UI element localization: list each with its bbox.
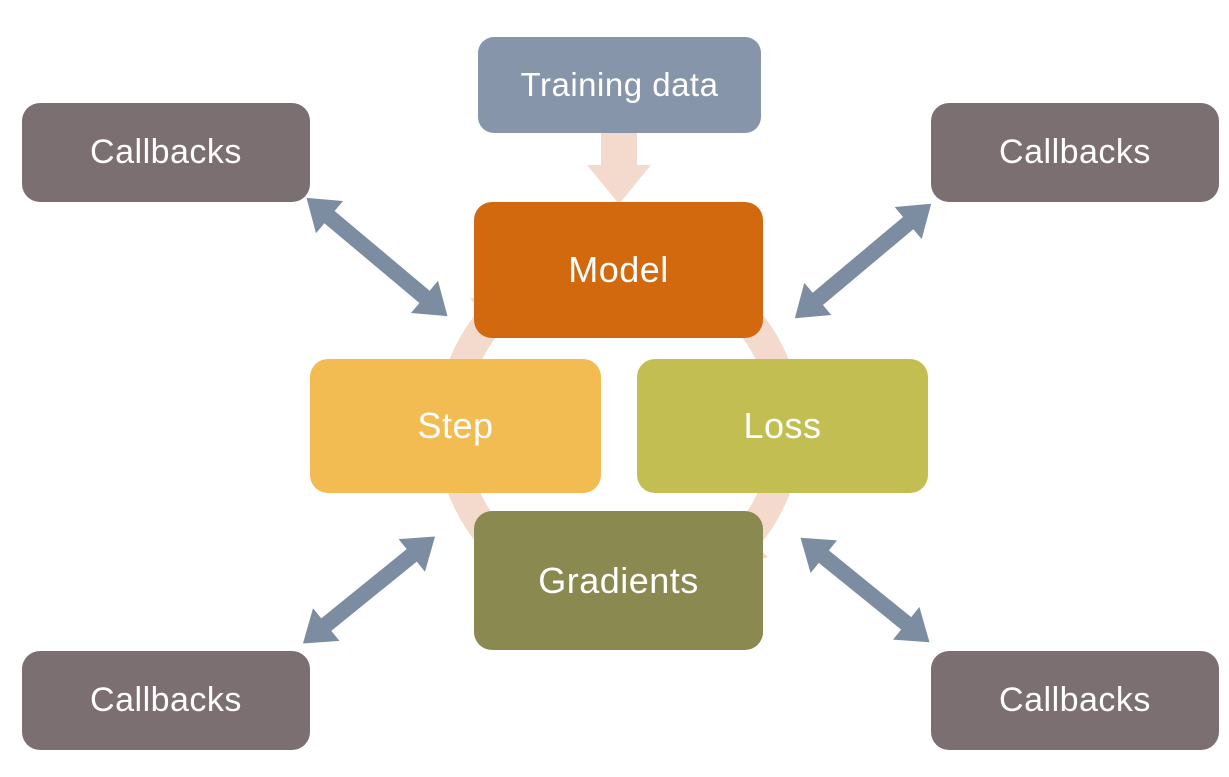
node-callbacks-top-right: Callbacks [931, 103, 1219, 202]
node-loss: Loss [637, 359, 928, 493]
node-label-callbacks-top-left: Callbacks [90, 133, 242, 171]
node-callbacks-bottom-right: Callbacks [931, 651, 1219, 750]
node-label-training-data: Training data [520, 66, 719, 103]
node-gradients: Gradients [474, 511, 763, 650]
flow-arrow-training-to-model [587, 126, 651, 204]
node-label-callbacks-bottom-left: Callbacks [90, 681, 242, 719]
connector-arrow-bottom-left [302, 536, 436, 644]
connector-arrow-bottom-right [800, 537, 930, 643]
node-callbacks-bottom-left: Callbacks [22, 651, 310, 750]
connector-arrow-top-right [794, 203, 932, 319]
node-model: Model [474, 202, 763, 338]
node-step: Step [310, 359, 601, 493]
node-label-gradients: Gradients [538, 559, 699, 601]
node-training-data: Training data [478, 37, 761, 133]
node-label-callbacks-bottom-right: Callbacks [999, 681, 1151, 719]
node-label-loss: Loss [743, 405, 822, 446]
connector-arrow-top-left [306, 197, 448, 317]
node-label-step: Step [417, 405, 494, 446]
node-label-callbacks-top-right: Callbacks [999, 133, 1151, 171]
node-callbacks-top-left: Callbacks [22, 103, 310, 202]
node-label-model: Model [568, 249, 669, 290]
